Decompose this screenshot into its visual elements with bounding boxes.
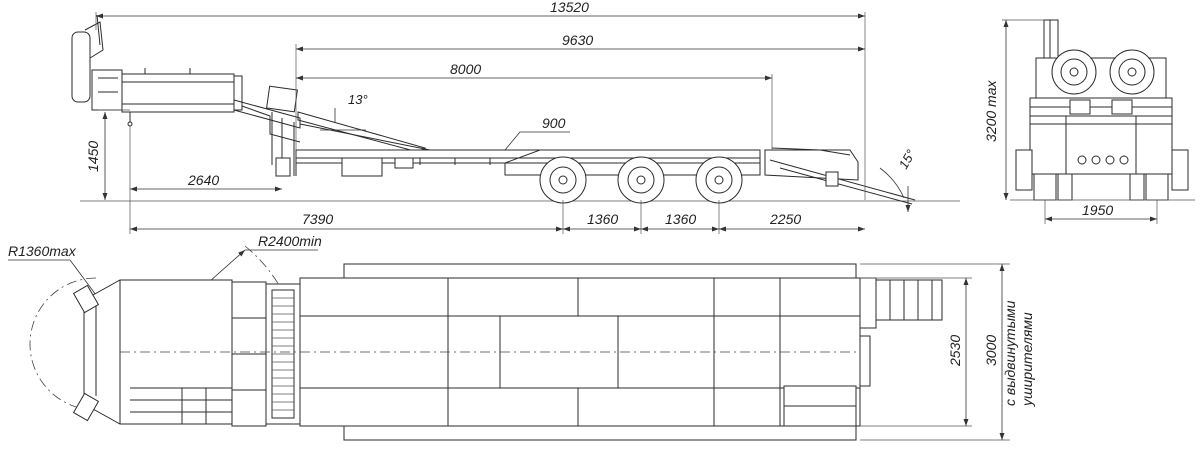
note-extended-line2: уширителями xyxy=(1019,312,1035,407)
dim-track-width: 1950 xyxy=(1082,202,1113,218)
dim-rear-height: 3200 max xyxy=(983,80,999,142)
dim-deck-width: 2530 xyxy=(947,335,963,367)
dim-extended-width: 3000 xyxy=(983,335,999,366)
gooseneck-plan xyxy=(72,279,233,425)
dim-rear-overhang: 2250 xyxy=(769,211,801,227)
wheel-1 xyxy=(539,156,587,204)
wheel-2 xyxy=(617,156,665,204)
note-extended-line1: с выдвинутыми xyxy=(1002,300,1018,406)
top-view: R1360max R2400min 2530 3000 с выдвинутым… xyxy=(8,233,1035,441)
dim-gooseneck-height: 1450 xyxy=(85,141,101,172)
dim-deck-height: 900 xyxy=(542,115,566,131)
gooseneck xyxy=(121,68,243,127)
dim-turn-radius: R2400min xyxy=(258,233,322,249)
front-stand xyxy=(71,14,123,111)
main-deck xyxy=(295,149,761,177)
dim-kingpin-to-axle: 7390 xyxy=(302,211,333,227)
wheel-3 xyxy=(695,156,743,204)
dim-axle-spacing-1: 1360 xyxy=(587,211,618,227)
dim-platform-with-ramp: 9630 xyxy=(562,32,593,48)
dim-rear-ramp-angle: 15° xyxy=(896,147,919,172)
rear-view: 3200 max 1950 xyxy=(983,19,1195,224)
dim-platform-length: 8000 xyxy=(450,61,481,77)
dim-kingpin-offset: 2640 xyxy=(187,172,219,188)
rear-ramps-plan xyxy=(859,277,943,387)
dim-axle-spacing-2: 1360 xyxy=(665,211,696,227)
side-view: 13520 9630 8000 1450 13° 900 2640 7390 1… xyxy=(71,0,960,234)
dim-front-radius: R1360max xyxy=(8,243,77,259)
ramp-grating xyxy=(265,283,301,425)
dim-overall-length: 13520 xyxy=(550,0,589,15)
side-dimensions xyxy=(95,12,911,234)
platform-plan xyxy=(120,263,861,441)
rear-ramp xyxy=(764,147,916,205)
dim-ramp-angle: 13° xyxy=(348,92,368,107)
